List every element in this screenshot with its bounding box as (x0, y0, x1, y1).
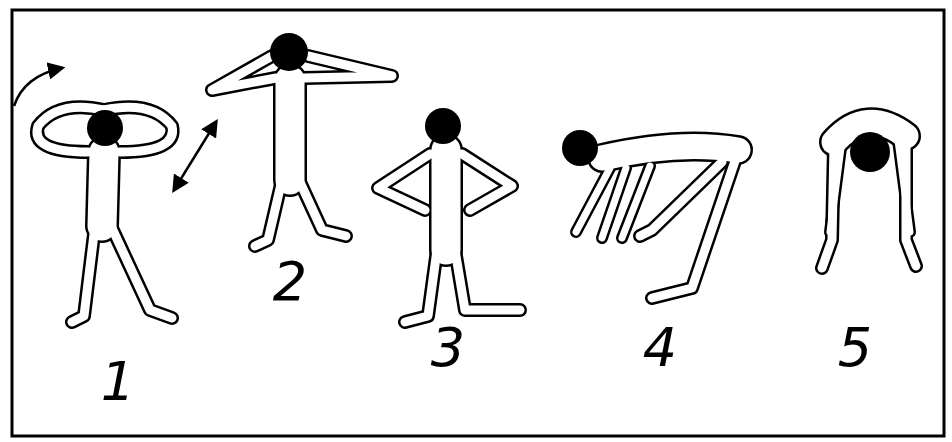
frame (12, 10, 944, 436)
figure-fill (212, 56, 392, 246)
limb-fill (212, 56, 276, 90)
limb-fill (378, 154, 430, 210)
limb-fill (622, 166, 650, 238)
limb-fill (830, 140, 842, 232)
limb-fill (72, 226, 95, 322)
limb-fill (455, 250, 520, 310)
figure-five (822, 122, 916, 268)
step-number: 1 (78, 352, 158, 412)
head (270, 33, 308, 71)
head (850, 132, 890, 172)
head (562, 130, 598, 166)
head (425, 108, 461, 144)
figure-fill (37, 107, 173, 322)
figure-two (212, 56, 392, 246)
limb-fill (299, 180, 346, 236)
step-number: 3 (408, 318, 488, 378)
limb-fill (304, 56, 392, 78)
figure-fill (37, 56, 916, 322)
limb-fill (102, 152, 104, 226)
limb-fill (602, 146, 738, 158)
limb-fill (898, 140, 910, 232)
head (87, 110, 123, 146)
limb-fill (255, 180, 282, 246)
figure-four (576, 146, 738, 298)
limb-fill (640, 162, 722, 236)
motion-arrow (14, 68, 62, 106)
motion-arrow (174, 122, 216, 190)
figure-fill (378, 150, 520, 322)
step-number: 2 (250, 252, 330, 312)
step-number: 5 (815, 318, 895, 378)
figure-three (378, 150, 520, 322)
limb-fill (462, 154, 512, 210)
limb-fill (652, 158, 736, 298)
figure-one (37, 107, 173, 322)
figure-fill (576, 146, 738, 298)
limb-fill (432, 150, 461, 250)
limb-fill (111, 226, 172, 318)
limb-fill (405, 250, 437, 322)
step-number: 4 (620, 318, 700, 378)
limb-fill (276, 80, 305, 180)
figure-fill (822, 122, 916, 268)
